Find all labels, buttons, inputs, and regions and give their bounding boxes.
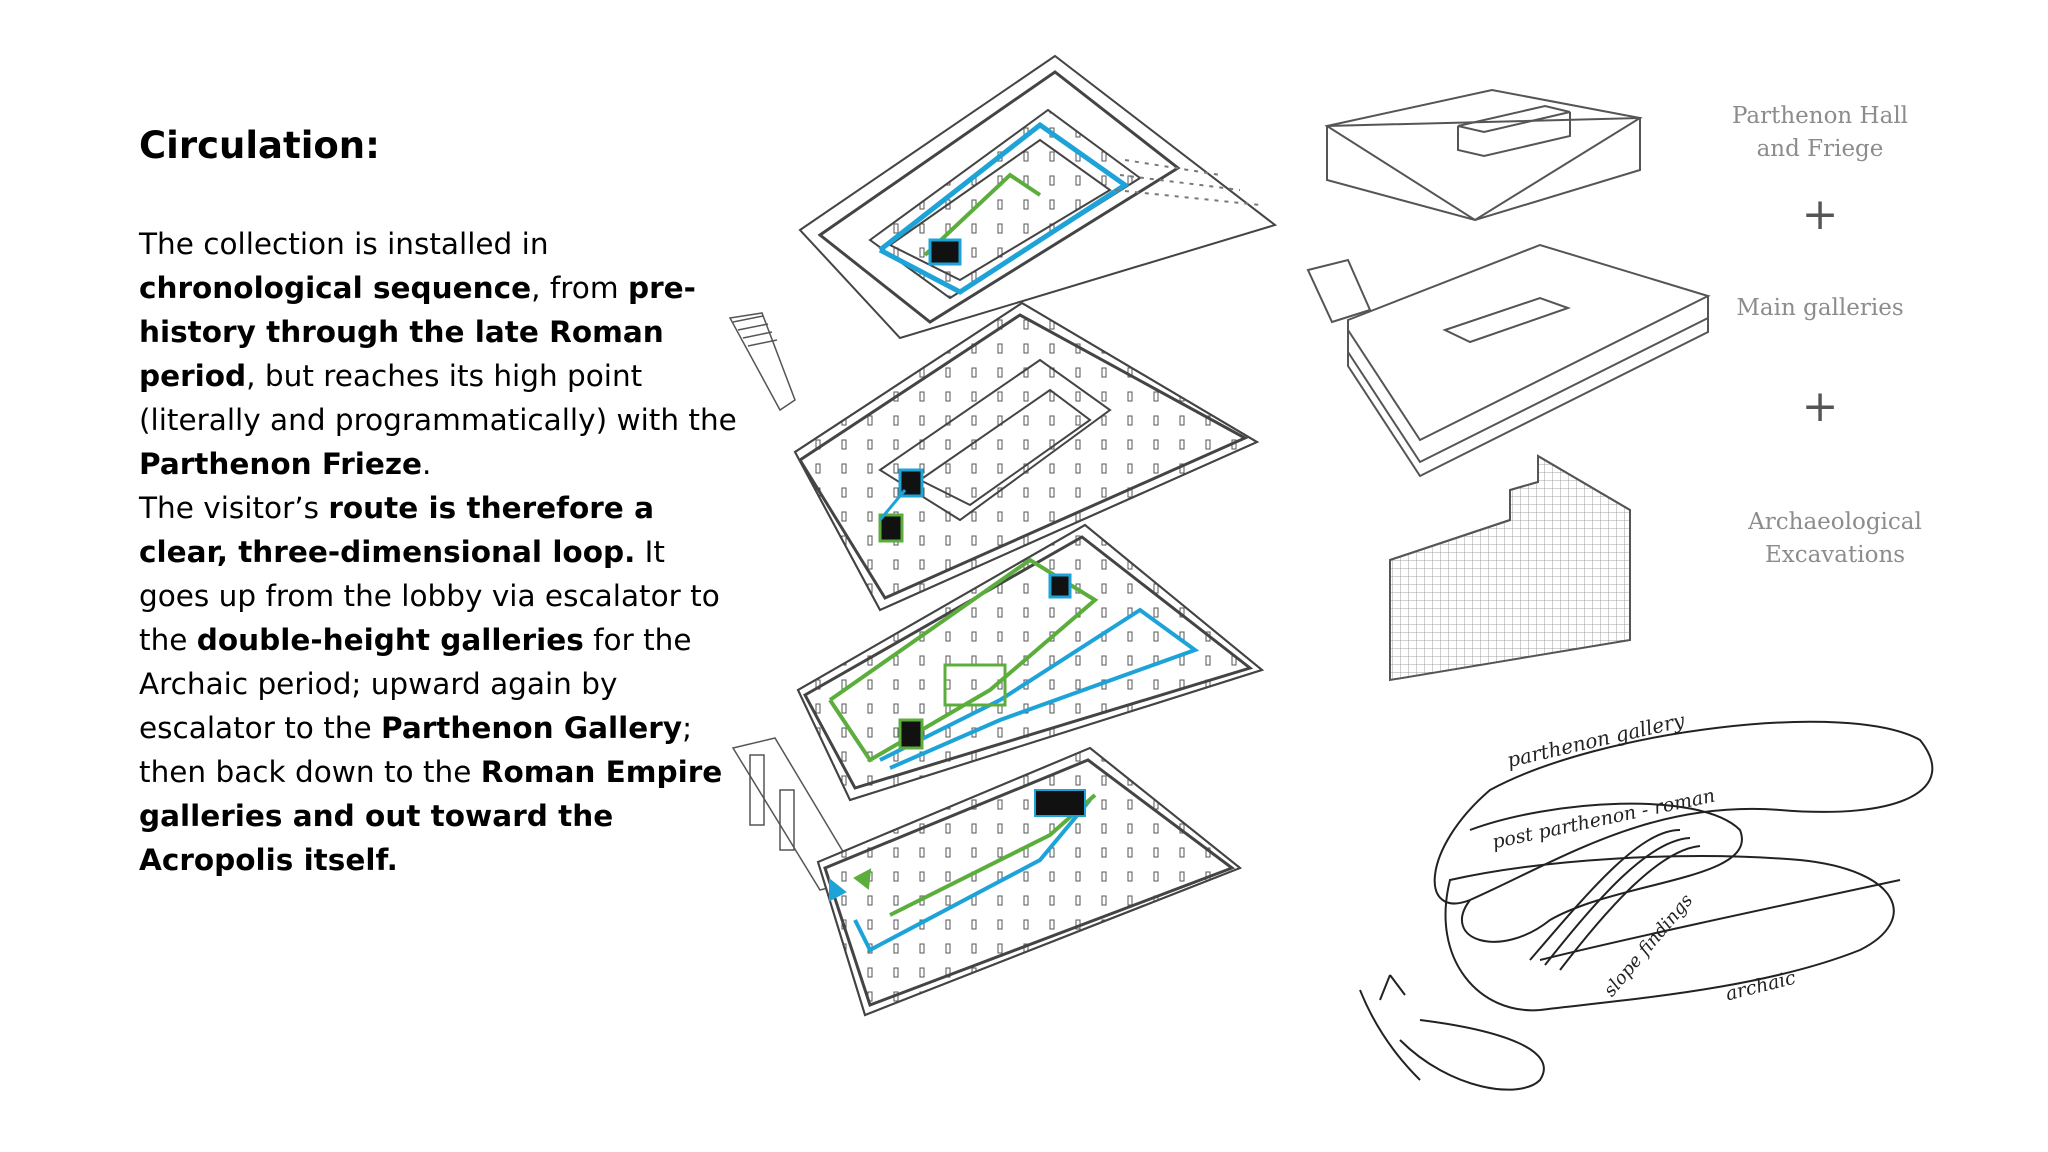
label-hall-line2: and Friege <box>1700 133 1940 166</box>
main-galleries-volume <box>1308 245 1708 476</box>
excavations-volume <box>1390 456 1630 680</box>
level-parthenon-hall <box>800 56 1275 338</box>
label-hall-line1: Parthenon Hall <box>1700 100 1940 133</box>
label-excavations: Archaeological Excavations <box>1715 506 1955 572</box>
plus-sign-1: + <box>1790 198 1850 231</box>
stair-ramp <box>730 313 795 410</box>
label-arch-line1: Archaeological <box>1715 506 1955 539</box>
label-arch-line2: Excavations <box>1715 539 1955 572</box>
parthenon-hall-volume <box>1327 90 1640 220</box>
plus-sign-2: + <box>1790 390 1850 423</box>
circulation-sketch <box>1360 722 1932 1090</box>
label-main-galleries: Main galleries <box>1700 292 1940 325</box>
label-parthenon-hall: Parthenon Hall and Friege <box>1700 100 1940 166</box>
